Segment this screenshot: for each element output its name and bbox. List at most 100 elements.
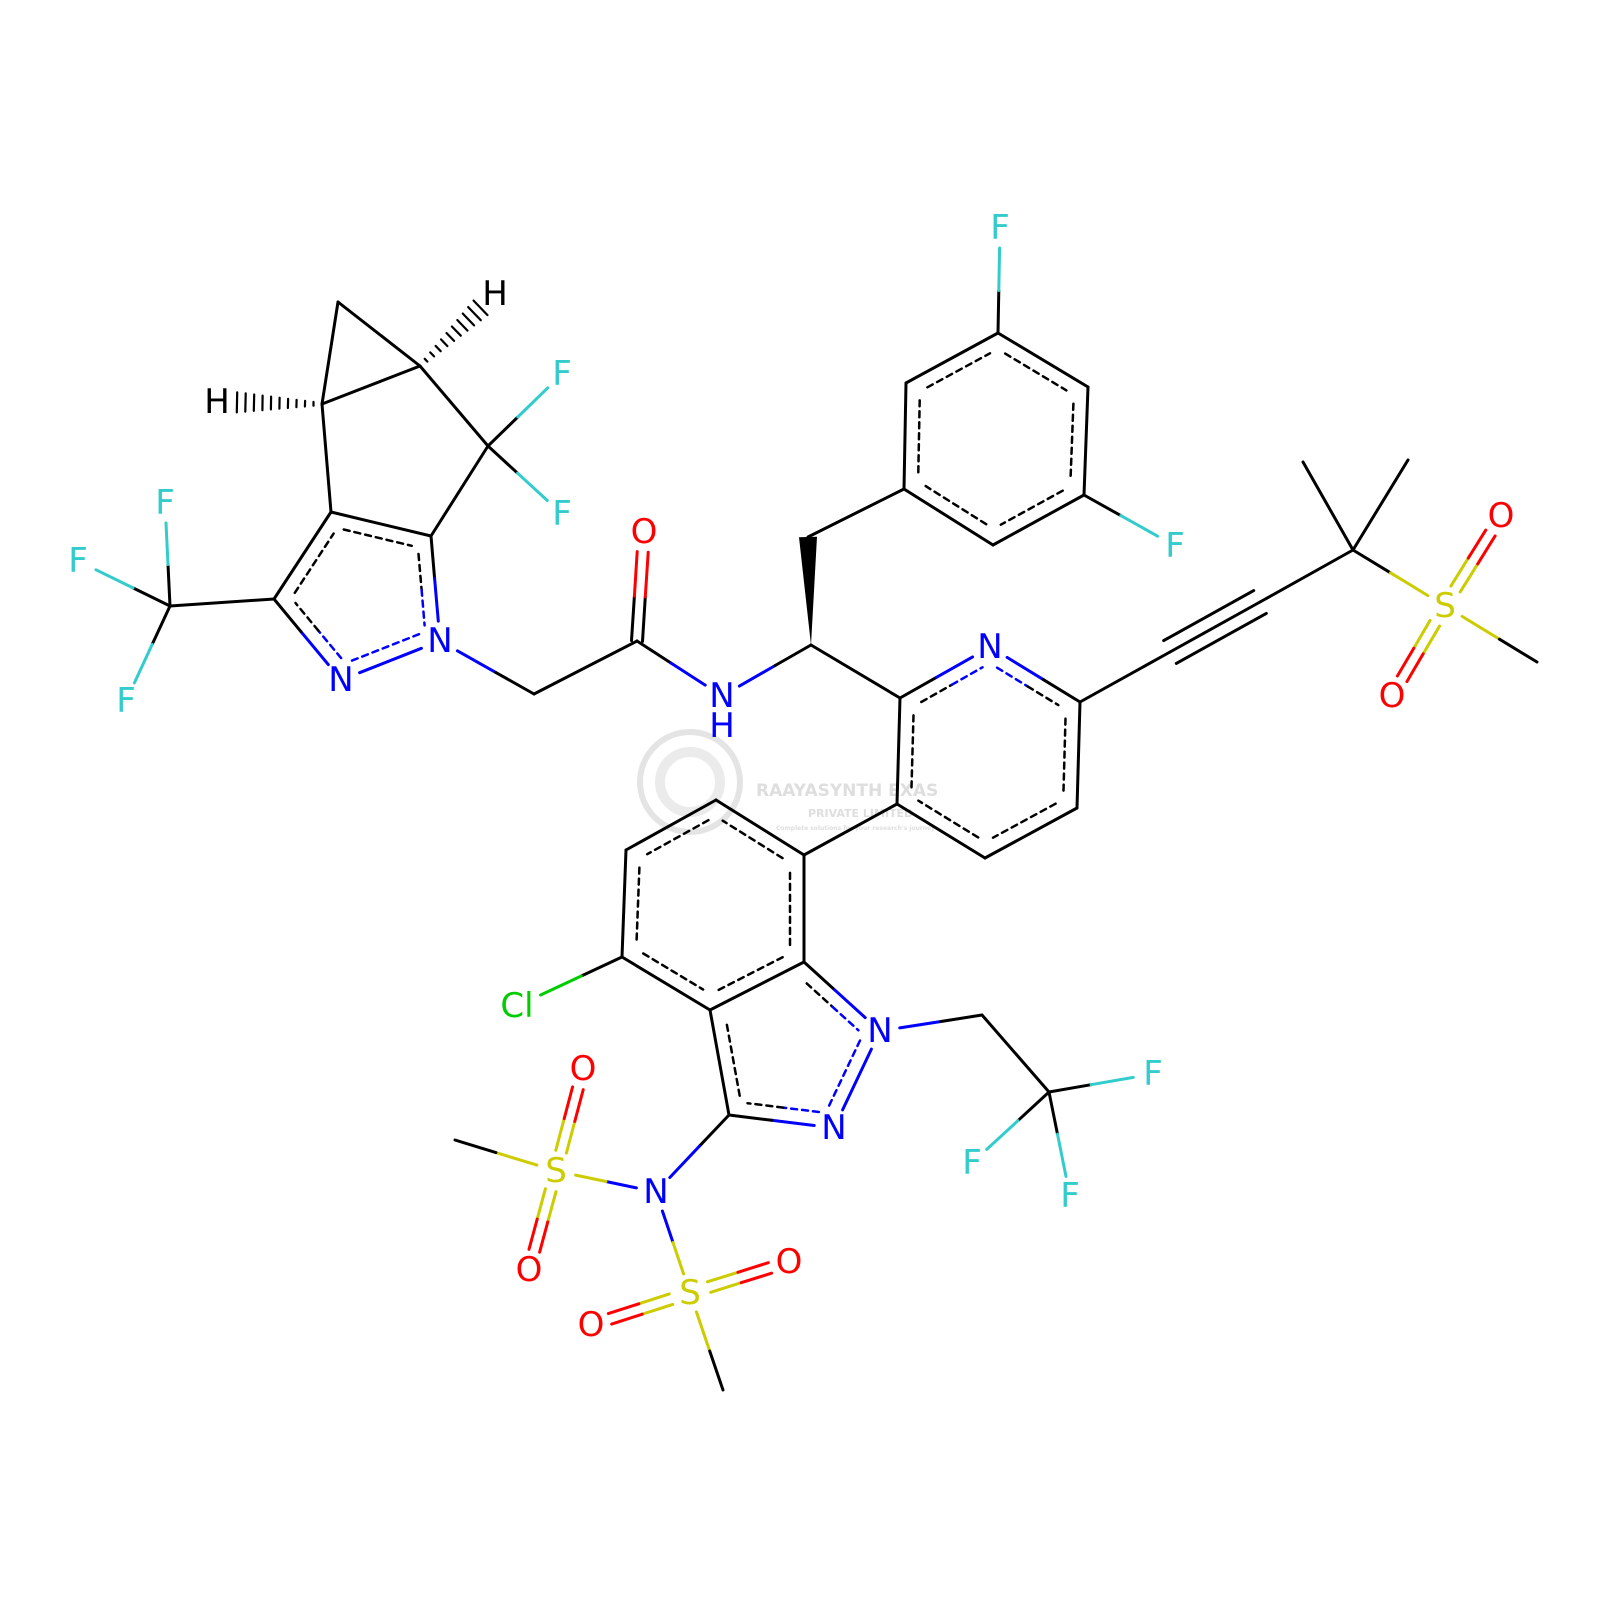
atom-label-F_tfe2: F	[962, 1143, 982, 1183]
bond-S_a-O_a2-1-a	[535, 1187, 547, 1221]
atom-label-F_tfe1: F	[1143, 1054, 1163, 1094]
atom-label-F_e: F	[116, 681, 136, 721]
bond-C_cp_right-H_right-hash-5	[445, 331, 456, 342]
bond-C_bn-C_ph1	[806, 487, 906, 539]
bond-N_in1-C_tfe1-b	[939, 1013, 984, 1023]
bond-C_tfe2-F_tfe1-a	[1047, 1083, 1093, 1094]
atom-label-F_b: F	[552, 494, 572, 534]
bond-S_top-O_st1-2-a	[1449, 556, 1470, 588]
bond-C_in5-C_in4	[620, 848, 628, 959]
atom-label-F_d: F	[68, 541, 88, 581]
bond-C_cf3-F_e-a	[150, 604, 172, 646]
bond-S_b-O_b2-2-b	[610, 1312, 644, 1326]
bond-N_sulf-S_a-b	[574, 1173, 608, 1183]
bond-N_in2-C_in3-b	[727, 1113, 774, 1122]
bond-C_in7-C_in6-inner	[721, 819, 784, 860]
bond-C_star-C_py2	[809, 643, 902, 700]
bond-C_pz_cf3-C_pz_a-inner	[293, 532, 335, 595]
bond-C_co-O_amide-2-a	[630, 594, 636, 643]
bond-N_sulf-S_b-b	[671, 1241, 686, 1276]
bond-C_co-N_amide-b	[669, 661, 707, 687]
bond-C_in3a-C_in7a	[708, 960, 806, 1012]
bond-S_a-O_a1-1-a	[564, 1119, 577, 1155]
atom-label-F_a: F	[552, 354, 572, 394]
bond-S_b-O_b2-1-a	[637, 1292, 671, 1306]
bond-S_a-C_sa_me-b	[453, 1138, 498, 1155]
bond-C_py3-C_py2	[895, 696, 902, 806]
bond-C_cp_right-H_right-hash-3	[434, 344, 442, 353]
bond-N_pz_2-C_pz_cf3-b	[272, 597, 303, 634]
atom-label-O_b2: O	[578, 1305, 605, 1345]
bond-C_in7a-N_in1-a	[802, 960, 837, 992]
bond-N_pz_1-N_pz_2	[358, 646, 423, 675]
bond-C_co-O_amide-1-a	[641, 595, 647, 643]
bond-C_ch2-C_co	[532, 639, 639, 696]
bond-N_amide-C_star-b	[773, 643, 813, 667]
bond-S_a-O_a1-2-b	[562, 1085, 575, 1121]
atom-label-F_c: F	[155, 483, 175, 523]
bond-C_ph5-F_ph_right-b	[1119, 514, 1160, 538]
bond-C_quat-C_me2	[1351, 458, 1410, 552]
bond-C_in4-C_in3a	[620, 955, 712, 1012]
atom-label-N_in2: N	[821, 1108, 846, 1148]
bond-C_pz_b-N_pz_1-inner-a	[417, 552, 423, 591]
bond-C_co-O_amide-1-b	[643, 550, 650, 599]
bond-C_tfe2-F_tfe2-a	[1016, 1090, 1051, 1123]
bond-C_ph2-C_ph3	[904, 331, 1000, 385]
bond-C_py4-C_py3-inner	[917, 799, 980, 839]
atom-label-N_pz_1: N	[427, 621, 452, 661]
bond-C_yne1-C_yne2-3	[1162, 589, 1256, 643]
bond-C_ph4-C_ph5	[1082, 385, 1090, 497]
bond-S_top-C_sme_top-a	[1460, 614, 1501, 641]
bond-C_ph3-F_ph_top-b	[997, 246, 1002, 292]
atom-label-N_sulf: N	[643, 1172, 668, 1212]
bond-C_cf2-F_a-b	[516, 386, 550, 419]
bond-S_top-O_st1-1-a	[1458, 562, 1480, 594]
bond-C_py4-C_py3	[895, 802, 987, 860]
bond-C_cp_left-C_cp_right	[320, 364, 422, 406]
bond-C_in3-C_in3a-inner	[725, 1023, 741, 1097]
atom-label-F_ph_right: F	[1165, 526, 1185, 566]
bond-C_cf2-F_b-a	[486, 444, 520, 475]
bond-C_ph5-C_ph6	[991, 493, 1086, 547]
watermark-logo-circle	[637, 729, 743, 835]
bond-C_yne1-C_yne2-2	[1174, 611, 1268, 665]
bond-C_co-O_amide-2-b	[632, 550, 639, 598]
bond-C_py3-C_py2-inner	[910, 714, 915, 789]
bond-C_yne1-C_yne2-1	[1168, 600, 1262, 654]
bond-S_b-O_b1-1-b	[739, 1271, 774, 1285]
watermark-logo-inner	[655, 747, 725, 817]
atom-label-N_pz_2: N	[328, 660, 353, 700]
bond-C_py2-N_py-a	[898, 675, 938, 700]
bond-C_cf3-F_d-b	[94, 568, 135, 590]
bond-C_ph1-C_ph2	[902, 381, 908, 491]
bond-C_cp_right-H_right-hash-8	[461, 312, 476, 327]
bond-C_cp_top-C_cp_left	[320, 300, 340, 406]
bond-C_star-C_bn	[799, 536, 817, 645]
bond-C_pz_b-N_pz_1-b	[433, 577, 440, 623]
watermark-line3: Complete solutions for your research's j…	[776, 825, 935, 832]
bond-C_cf3-F_d-a	[131, 586, 172, 608]
bond-C_cf2-F_b-b	[516, 471, 549, 502]
bond-C_quat-S_top-a	[1351, 548, 1392, 575]
atom-label-F_ph_top: F	[990, 208, 1010, 248]
bond-C_in3-C_in3a	[708, 1008, 731, 1117]
bond-C_cp_right-H_right-hash-6	[450, 325, 462, 337]
bond-N_amide-C_star-a	[737, 664, 777, 688]
bond-S_a-O_a2-2-a	[546, 1190, 558, 1224]
bond-S_b-C_sb_me-b	[708, 1349, 725, 1392]
bond-C_cp_right-H_right-hash-2	[429, 351, 436, 358]
watermark-line1: RAAYASYNTH EXAS	[756, 781, 938, 801]
bond-C_pz_b-N_pz_1-inner-b	[420, 588, 426, 627]
bond-C_in7a-N_in1-inner-a	[805, 982, 834, 1009]
bond-N_in1-N_in2	[841, 1047, 873, 1112]
bond-C_pz_a-C_pz_b-inner	[342, 528, 413, 548]
bond-C_pz_cf3-C_cf3	[168, 597, 276, 608]
bond-N_py-C_py6-b	[1042, 678, 1082, 704]
bond-C_ph6-C_ph1-inner	[924, 484, 988, 526]
bond-C_in3a-C_in7a-inner	[717, 955, 784, 992]
bond-C_ph6-C_ph1	[902, 487, 995, 547]
bond-C_in4-C_in3a-inner	[642, 952, 705, 991]
bond-C_in4-Cl-b	[539, 974, 583, 997]
